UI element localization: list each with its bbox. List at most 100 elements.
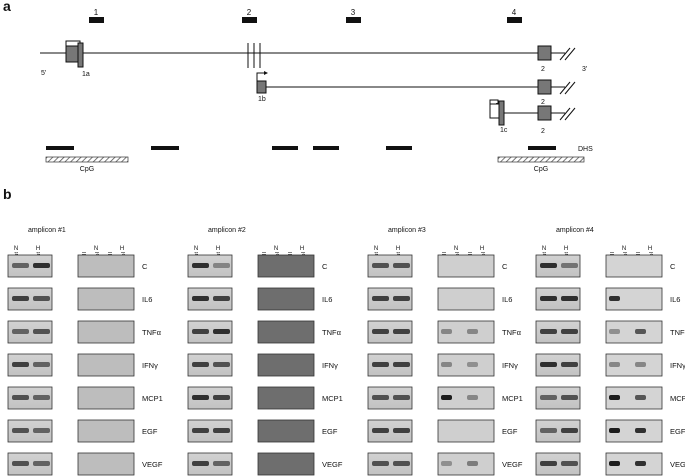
gel-band [213, 461, 230, 466]
gel-digest-box [77, 320, 135, 344]
gel-band [12, 428, 29, 433]
gel-digest-box [257, 353, 315, 377]
amplicon-title: amplicon #2 [208, 227, 246, 234]
gel-input-box [187, 386, 233, 410]
gel-digest-box [437, 452, 495, 476]
gel-band [635, 428, 646, 433]
gel-band [609, 329, 620, 334]
gel-input-box [535, 386, 581, 410]
row-label: IFNγ [502, 361, 518, 370]
amplicon-title: amplicon #4 [556, 227, 594, 234]
gel-band [540, 428, 557, 433]
group-h-digest: H [480, 246, 484, 252]
gel-digest-box [77, 287, 135, 311]
gel-band [561, 263, 578, 268]
gel-digest-box [605, 452, 663, 476]
exon-2-label: 2 [541, 66, 545, 73]
gel-digest-box [77, 353, 135, 377]
gel-band [540, 362, 557, 367]
gel-input-box [7, 419, 53, 443]
gel-input-box [7, 353, 53, 377]
group-h-input: H [36, 246, 40, 252]
gel-band [635, 461, 646, 466]
amplicon-title: amplicon #1 [28, 227, 66, 234]
row-label: IL6 [670, 295, 680, 304]
gel-digest-box [257, 287, 315, 311]
gel-input-box [7, 320, 53, 344]
gel-band [12, 461, 29, 466]
gel-digest-box [437, 386, 495, 410]
cpg-label-2: CpG [534, 166, 548, 173]
gel-input-box [7, 254, 53, 278]
gel-digest-box [605, 419, 663, 443]
gel-band [192, 263, 209, 268]
gel-band [372, 461, 389, 466]
gel-digest-box [77, 386, 135, 410]
transcript-1c: 1c 2 [489, 99, 576, 135]
gel-digest-box [437, 320, 495, 344]
group-n-digest: N [94, 246, 98, 252]
gel-band [540, 461, 557, 466]
gel-input-box [367, 353, 413, 377]
three-prime-label: 3' [582, 66, 587, 73]
gel-band [12, 362, 29, 367]
gel-input-box [535, 254, 581, 278]
gel-input-box [187, 254, 233, 278]
gel-band [467, 329, 478, 334]
row-label: TNFα [670, 328, 685, 337]
gel-band [467, 362, 478, 367]
amplicon-marker-2 [242, 17, 257, 23]
amplicon-title: amplicon #3 [388, 227, 426, 234]
gel-band [393, 329, 410, 334]
gel-band [609, 362, 620, 367]
gel-digest-box [77, 419, 135, 443]
gel-band [635, 329, 646, 334]
row-label: TNFα [142, 328, 162, 337]
gel-input-box [367, 386, 413, 410]
cpg-label-1: CpG [80, 166, 94, 173]
gel-input-box [7, 452, 53, 476]
gel-band [441, 461, 452, 466]
row-label: MCP1 [142, 394, 163, 403]
group-h-digest: H [300, 246, 304, 252]
row-label: IFNγ [142, 361, 158, 370]
gel-band [561, 296, 578, 301]
row-label: VEGF [670, 460, 685, 469]
row-label: TNFα [502, 328, 522, 337]
group-n-digest: N [274, 246, 278, 252]
group-n-input: N [14, 246, 18, 252]
amplicon-markers: 1 2 3 4 [89, 8, 522, 23]
row-label: VEGF [142, 460, 163, 469]
gel-band [33, 428, 50, 433]
gel-input-box [7, 386, 53, 410]
exon-1a-label: 1a [82, 71, 90, 78]
exon-1b-label: 1b [258, 96, 266, 103]
gel-input-box [367, 320, 413, 344]
gel-digest-box [437, 254, 495, 278]
gel-band [393, 395, 410, 400]
gel-input-box [535, 419, 581, 443]
gel-digest-box [437, 287, 495, 311]
panel-a-label: a [3, 0, 11, 14]
row-label: IL6 [502, 295, 512, 304]
gel-digest-box [257, 254, 315, 278]
gel-digest-box [605, 254, 663, 278]
group-h-digest: H [648, 246, 652, 252]
gel-band [12, 395, 29, 400]
gel-band [540, 296, 557, 301]
amplicon-marker-1 [89, 17, 104, 23]
gel-band [540, 329, 557, 334]
gel-band [213, 263, 230, 268]
row-label: VEGF [322, 460, 343, 469]
gel-digest-box [257, 320, 315, 344]
gel-band [192, 395, 209, 400]
exon-1c-label: 1c [500, 127, 508, 134]
gel-panel: amplicon #1NHNHInputInputHpaIIMspIHpaIIM… [7, 227, 685, 476]
gel-band [393, 263, 410, 268]
gel-digest-box [257, 452, 315, 476]
amplicon-marker-4 [507, 17, 522, 23]
row-label: EGF [142, 427, 158, 436]
row-label: C [142, 262, 148, 271]
group-n-input: N [542, 246, 546, 252]
gel-band [33, 362, 50, 367]
